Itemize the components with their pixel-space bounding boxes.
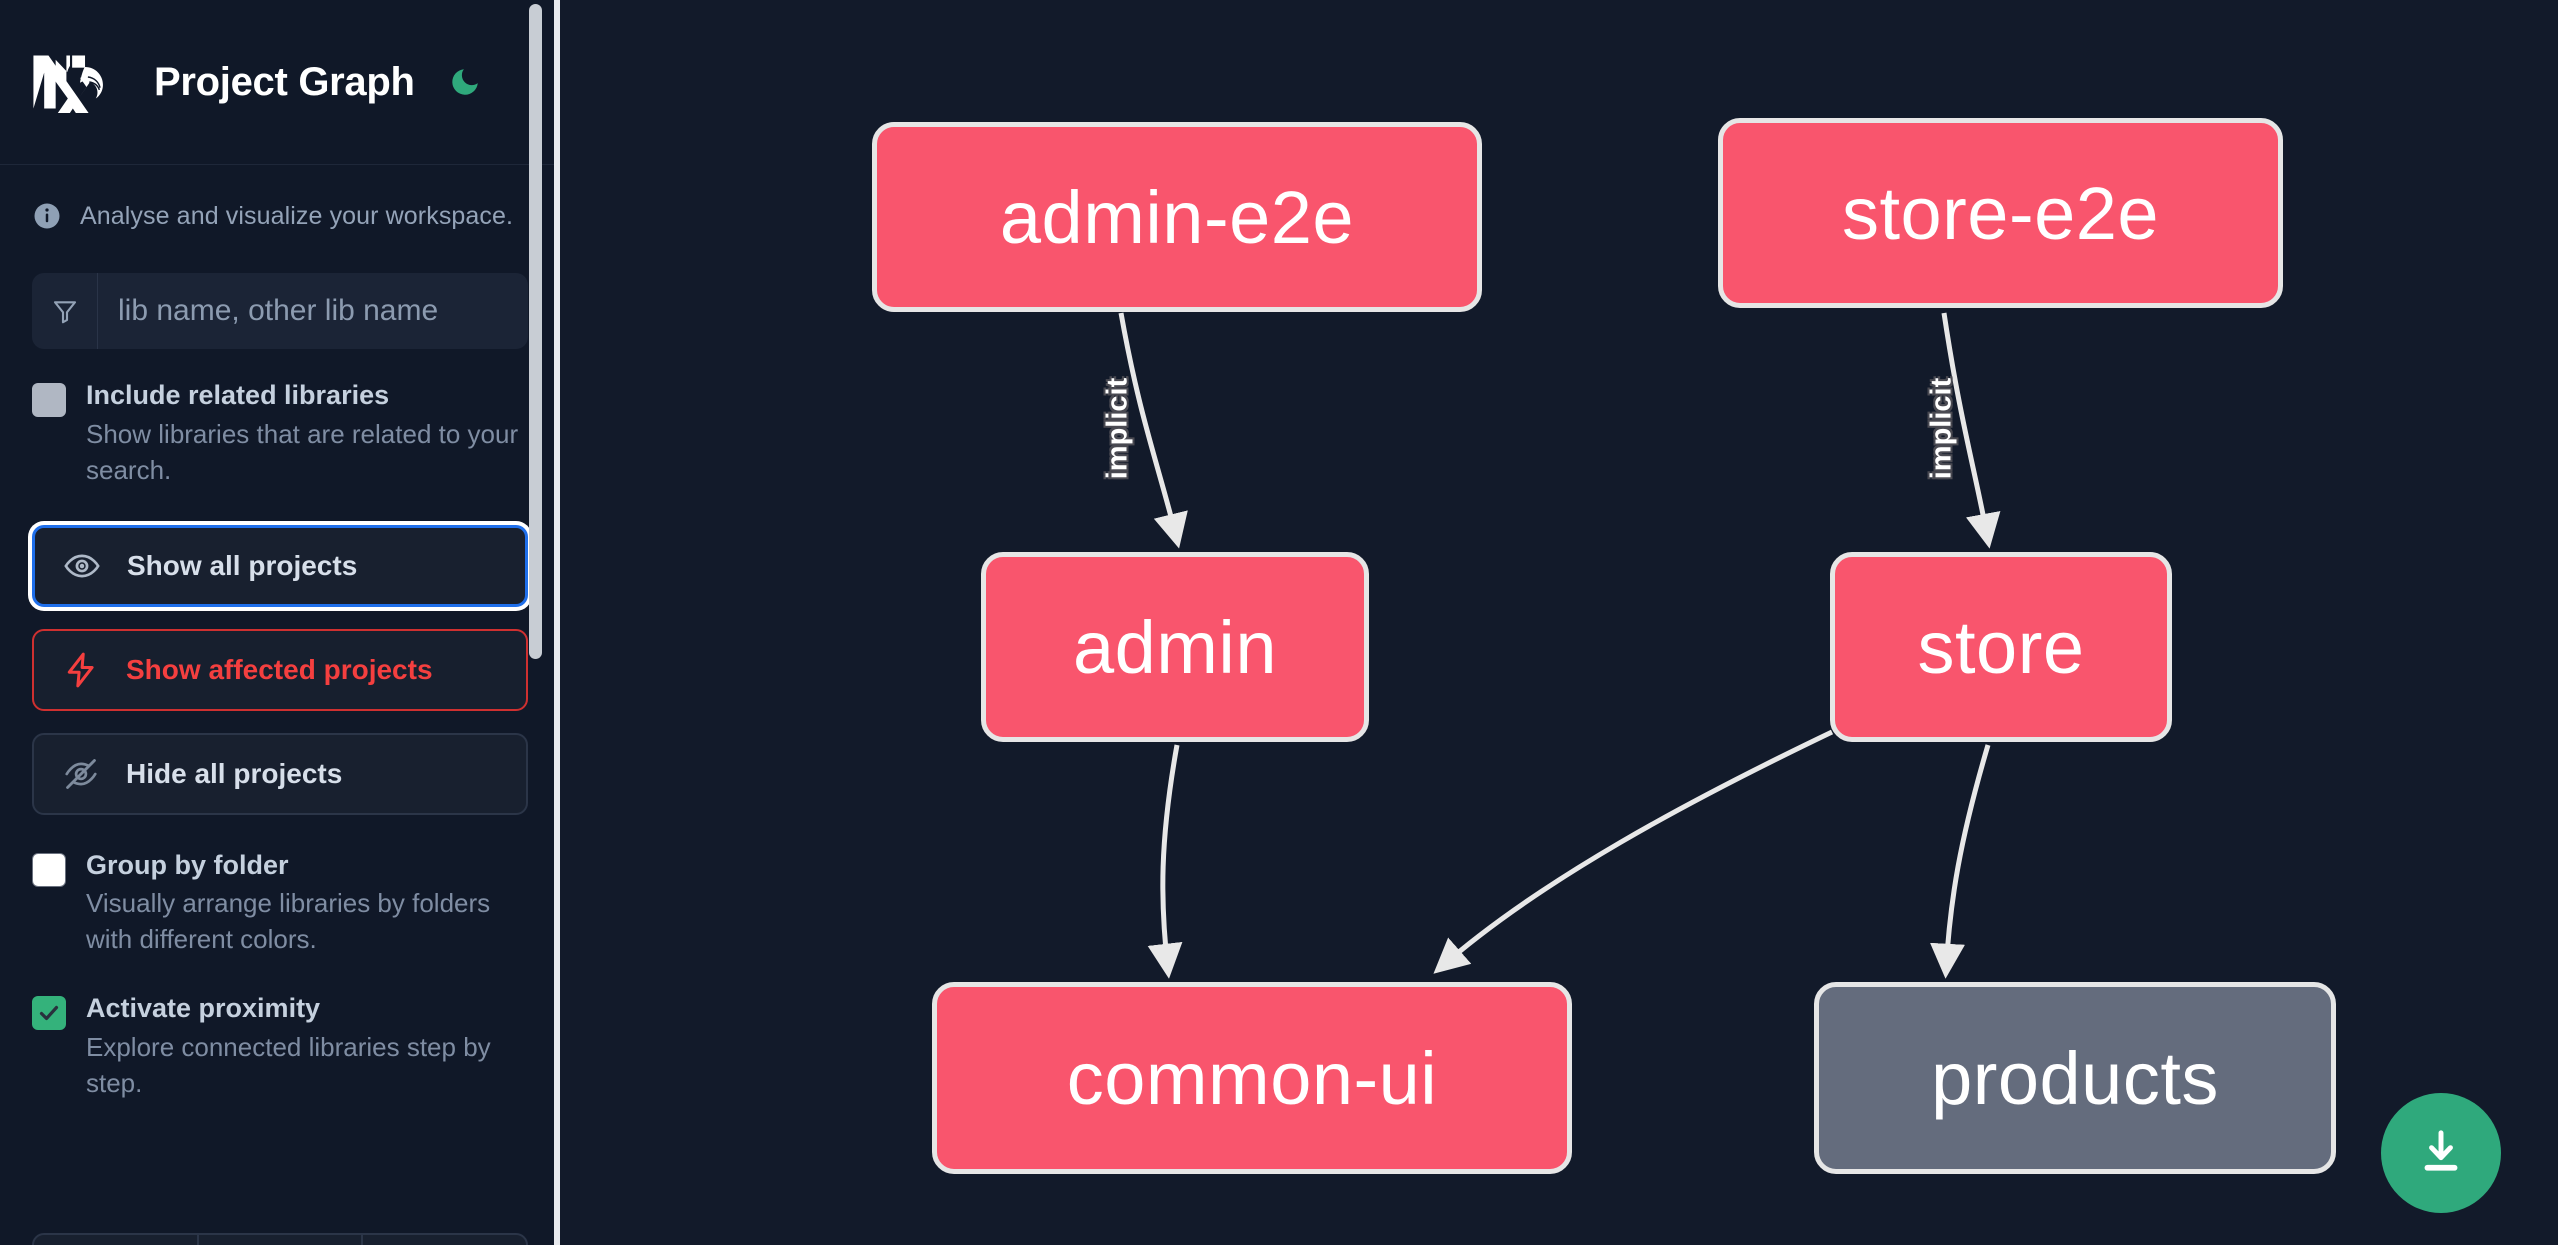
node-label: common-ui <box>1066 1036 1438 1120</box>
eye-icon <box>63 547 101 585</box>
show-all-projects-button[interactable]: Show all projects <box>32 524 528 607</box>
option-title: Group by folder <box>86 849 289 880</box>
sidebar-edge-divider <box>554 0 560 1245</box>
node-label: store <box>1917 605 2085 689</box>
eye-off-icon <box>62 755 100 793</box>
graph-node-products[interactable]: products <box>1814 982 2336 1174</box>
checkbox-include-related-libraries[interactable] <box>32 383 66 417</box>
segment-2[interactable] <box>199 1235 364 1245</box>
option-title: Activate proximity <box>86 993 321 1023</box>
graph-edges <box>1118 312 2001 979</box>
segment-1[interactable] <box>34 1235 199 1245</box>
hide-all-projects-button[interactable]: Hide all projects <box>32 732 528 815</box>
download-icon <box>2414 1125 2468 1182</box>
funnel-icon <box>32 273 98 349</box>
search-box[interactable] <box>32 273 528 349</box>
button-label: Show affected projects <box>126 653 433 685</box>
graph-node-store-e2e[interactable]: store-e2e <box>1718 118 2283 308</box>
show-affected-projects-button[interactable]: Show affected projects <box>32 628 528 711</box>
graph-node-store[interactable]: store <box>1830 552 2172 742</box>
download-button[interactable] <box>2381 1093 2501 1213</box>
sidebar: Project Graph Analyse and visualize your… <box>0 0 560 1245</box>
option-include-related-libraries[interactable]: Include related libraries Show libraries… <box>0 349 560 489</box>
checkbox-group-by-folder[interactable] <box>32 852 66 887</box>
checkbox-activate-proximity[interactable] <box>32 996 66 1030</box>
search-section <box>0 231 560 349</box>
option-activate-proximity[interactable]: Activate proximity Explore connected lib… <box>0 958 560 1102</box>
sidebar-info: Analyse and visualize your workspace. <box>0 165 560 231</box>
button-label: Hide all projects <box>126 757 343 789</box>
node-label: store-e2e <box>1841 171 2160 255</box>
sidebar-header: Project Graph <box>0 0 560 165</box>
button-label: Show all projects <box>127 549 358 581</box>
option-description: Explore connected libraries step by step… <box>86 1031 491 1098</box>
sidebar-buttons: Show all projects Show affected projects <box>0 489 560 815</box>
option-description: Visually arrange libraries by folders wi… <box>86 888 491 955</box>
info-text: Analyse and visualize your workspace. <box>80 201 514 230</box>
graph-node-admin[interactable]: admin <box>981 552 1369 742</box>
sidebar-scrollbar-thumb[interactable] <box>529 4 542 659</box>
graph-node-admin-e2e[interactable]: admin-e2e <box>872 122 1482 312</box>
node-label: admin <box>1072 605 1278 689</box>
option-description: Show libraries that are related to your … <box>86 418 519 485</box>
moon-icon[interactable] <box>443 60 487 104</box>
search-input[interactable] <box>98 273 528 349</box>
page-title: Project Graph <box>154 59 415 104</box>
option-group-by-folder[interactable]: Group by folder Visually arrange librari… <box>0 815 560 959</box>
option-title: Include related libraries <box>86 380 390 410</box>
segment-3[interactable] <box>363 1235 526 1245</box>
graph-canvas[interactable]: admin-e2e store-e2e admin store common-u… <box>560 0 2558 1245</box>
lightning-icon <box>62 651 100 689</box>
info-icon <box>32 201 62 231</box>
nx-logo-icon <box>32 51 118 120</box>
graph-node-common-ui[interactable]: common-ui <box>932 982 1572 1174</box>
node-label: products <box>1931 1036 2219 1120</box>
segmented-control[interactable] <box>32 1233 528 1245</box>
node-label: admin-e2e <box>999 175 1355 259</box>
